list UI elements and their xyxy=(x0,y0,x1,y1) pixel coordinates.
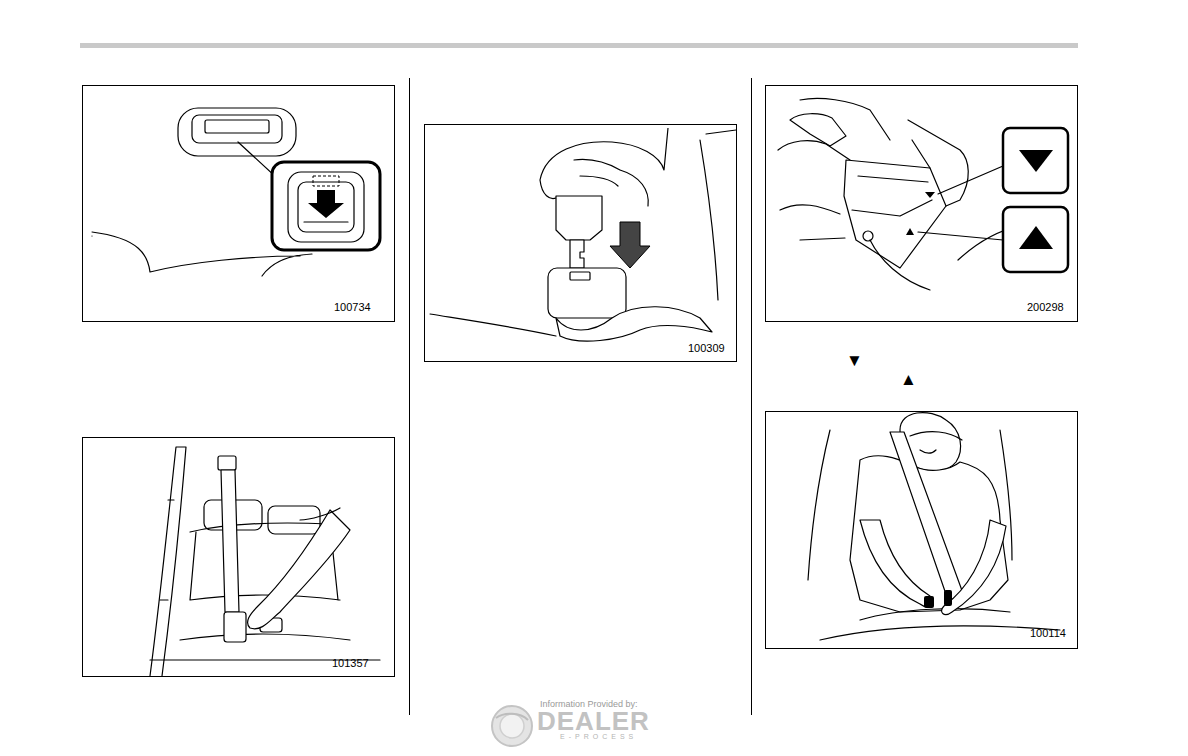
buckle-insert-figure xyxy=(430,128,736,341)
buckle-marks-figure-part xyxy=(778,98,890,160)
rear-seat-figure-part xyxy=(218,456,236,470)
figure-frame-part xyxy=(83,438,395,677)
belted-occupant-figure-part xyxy=(860,520,931,606)
buckle-marks-figure-part xyxy=(863,231,873,241)
buckle-insert-figure-part xyxy=(556,196,602,240)
watermark-logo-part xyxy=(492,706,532,746)
mark-symbol: ▲ xyxy=(900,370,917,390)
buckle-marks-figure-part xyxy=(918,232,1003,240)
buckle-marks-figure-part xyxy=(844,160,946,268)
ceiling-anchor-figure-part xyxy=(192,115,282,143)
watermark-text: DEALER xyxy=(537,707,650,737)
figure-frame-part xyxy=(766,412,1078,649)
buckle-insert-figure-part xyxy=(548,268,626,318)
buckle-marks-figure-part xyxy=(906,228,914,235)
page-frame xyxy=(80,43,1078,715)
belted-occupant-figure-part xyxy=(924,596,934,608)
ceiling-anchor-figure-part xyxy=(288,172,364,242)
ceiling-anchor-figure-part xyxy=(272,162,380,250)
rear-seat-figure-part xyxy=(150,523,380,660)
rear-seat-figure-part xyxy=(248,510,350,629)
page-frame-part xyxy=(409,78,410,715)
buckle-insert-figure-part xyxy=(556,307,712,341)
mark-symbol: ▼ xyxy=(846,351,863,371)
ceiling-anchor-figure-part xyxy=(308,190,344,218)
figure-number: 200298 xyxy=(1027,301,1064,314)
ceiling-anchor-figure-part xyxy=(205,120,269,133)
ceiling-anchor-figure-part xyxy=(298,182,354,232)
figure-frame-part xyxy=(766,86,1078,322)
watermark-text: E-PROCESS xyxy=(560,733,637,741)
figure-frame-part xyxy=(425,125,737,362)
belted-occupant-figure-part xyxy=(944,590,952,606)
buckle-insert-figure-part xyxy=(574,159,648,206)
ceiling-anchor-figure-part xyxy=(313,176,339,186)
belted-occupant-figure-part xyxy=(942,520,1006,614)
figure-frame-part xyxy=(83,86,395,322)
watermark-logo-part xyxy=(500,714,524,738)
rear-seat-figure-part xyxy=(224,612,246,642)
belted-occupant-figure-part xyxy=(910,432,962,453)
figure-number: 100114 xyxy=(1030,627,1066,640)
buckle-marks-figure-part xyxy=(1003,207,1068,272)
buckle-marks-figure-part xyxy=(780,205,1020,290)
figure-frame xyxy=(83,86,1078,677)
rear-seat-figure-part xyxy=(150,447,186,676)
buckle-marks-figure-part xyxy=(938,166,1003,194)
rear-seat-figure-part xyxy=(300,508,340,520)
rear-seat-figure-part xyxy=(221,470,239,612)
figure-number: 100309 xyxy=(688,342,725,355)
buckle-marks-figure-part xyxy=(925,192,935,198)
rear-seat-figure xyxy=(150,447,380,676)
buckle-insert-figure-part xyxy=(610,222,650,268)
buckle-marks-figure-part xyxy=(1003,128,1068,193)
figure-number: 101357 xyxy=(332,657,369,670)
buckle-marks-figure-part xyxy=(908,120,968,206)
page-frame-part xyxy=(80,43,1078,48)
page-frame-part xyxy=(751,78,752,715)
buckle-insert-figure-part xyxy=(570,272,590,280)
ceiling-anchor-figure-part xyxy=(304,221,348,222)
figure-number: 100734 xyxy=(334,301,371,314)
rear-seat-figure-part xyxy=(268,506,320,534)
ceiling-anchor-figure xyxy=(92,108,380,276)
watermark-logo-part xyxy=(496,714,528,720)
belted-occupant-figure xyxy=(808,413,1060,640)
watermark-logo xyxy=(492,706,532,746)
ceiling-anchor-figure-part xyxy=(178,108,296,156)
rear-seat-figure-part xyxy=(160,500,174,600)
belted-occupant-figure-part xyxy=(820,609,1060,640)
buckle-marks-figure xyxy=(778,98,1068,290)
buckle-insert-figure-part xyxy=(570,240,584,268)
buckle-marks-figure-part xyxy=(1019,226,1053,249)
buckle-marks-figure-part xyxy=(852,176,932,216)
buckle-marks-figure-part xyxy=(1019,150,1053,172)
